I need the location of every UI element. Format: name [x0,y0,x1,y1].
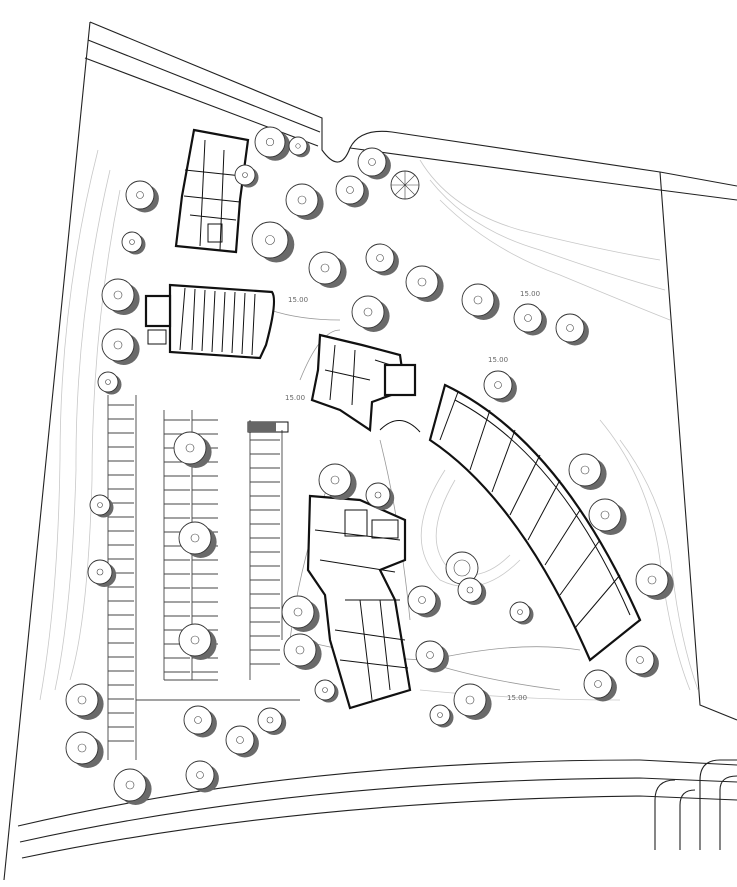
tree-icon [407,585,441,618]
tree-icon [225,725,259,758]
tree-icon [453,683,492,720]
tree-icon [513,303,547,336]
tree-icon [183,705,217,738]
tree-icon [121,231,146,255]
tree-icon [285,183,324,220]
tree-icon [314,679,339,703]
building-auditorium [144,283,276,360]
tree-icon [357,147,391,180]
tree-icon [281,595,320,632]
tree-icon [65,683,104,720]
elevation-labels: 15.00 15.00 15.00 15.00 15.00 [285,290,540,702]
tree-icon [483,370,517,403]
tree-icon [101,328,140,365]
tree-icon [113,768,152,805]
tree-icon [234,164,259,188]
tree-icon [583,669,617,702]
site-boundary [3,21,737,881]
tree-icon [178,521,217,558]
tree-icon [125,180,159,213]
trees [65,126,674,805]
tree-icon [173,431,212,468]
tree-icon [457,577,487,605]
tree-icon [308,251,347,288]
building-south [306,494,412,710]
tree-icon [97,371,122,395]
landscape-features [247,170,479,585]
tree-icon [65,731,104,768]
tree-icon [461,283,500,320]
elevation-label: 15.00 [488,356,508,364]
tree-icon [509,601,534,625]
tree-icon [415,640,449,673]
tree-icon [365,243,399,276]
tree-icon [635,563,674,600]
tree-icon [178,623,217,660]
tree-icon [365,482,395,510]
tree-icon [335,175,369,208]
elevation-label: 15.00 [288,296,308,304]
tree-icon [89,494,114,518]
tree-icon [87,559,117,587]
tree-icon [288,136,311,158]
tree-icon [568,453,607,490]
tree-icon [257,707,287,735]
tree-icon [588,498,627,535]
tree-icon [405,265,444,302]
tree-icon [251,221,295,263]
elevation-label: 15.00 [285,394,305,402]
elevation-label: 15.00 [507,694,527,702]
tree-icon [429,704,454,728]
tree-icon [625,645,659,678]
tree-icon [254,126,291,161]
tree-icon [555,313,589,346]
tree-icon [283,633,322,670]
tree-icon [185,760,219,793]
tree-icon [101,278,140,315]
elevation-label: 15.00 [520,290,540,298]
tree-icon [318,463,357,500]
building-curved-wing [428,383,642,662]
building-central [310,333,421,433]
tree-icon [351,295,390,332]
contour-lines [39,149,699,701]
building-north [174,128,250,254]
